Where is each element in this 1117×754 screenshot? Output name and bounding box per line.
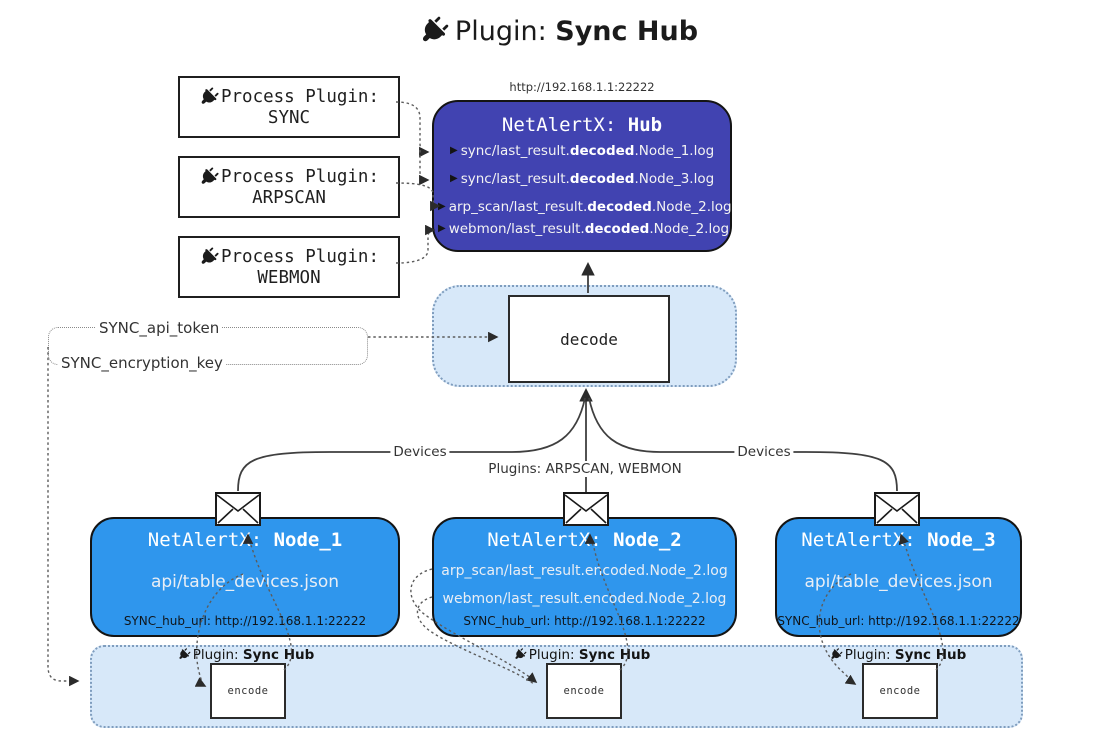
envelope-icon [874, 492, 920, 526]
node-line: api/table_devices.json [150, 572, 340, 592]
arrow-right-icon: ▶ [450, 145, 458, 156]
hub-box: NetAlertX: Hub ▶ sync/last_result.decode… [432, 100, 732, 252]
node-footer: SYNC_hub_url: http://192.168.1.1:22222 [123, 614, 367, 628]
process-plugin-box-arpscan: Process Plugin: ARPSCAN [178, 156, 400, 218]
encode-box: encode [210, 663, 286, 719]
hub-log-line: ▶ webmon/last_result.decoded.Node_2.log [438, 221, 730, 237]
arrow-right-icon: ▶ [450, 173, 458, 184]
node-title: NetAlertX: Node_2 [487, 529, 682, 551]
node-box-node-2: NetAlertX: Node_2 arp_scan/last_result.e… [432, 517, 737, 637]
plug-icon [830, 648, 843, 661]
node-line: arp_scan/last_result.encoded.Node_2.log [441, 563, 728, 579]
encode-box: encode [862, 663, 938, 719]
encoder-plugin-label: Plugin: Sync Hub [514, 647, 650, 663]
encoder-plugin-label: Plugin: Sync Hub [830, 647, 966, 663]
node-footer: SYNC_hub_url: http://192.168.1.1:22222 [777, 614, 1020, 628]
encode-box: encode [546, 663, 622, 719]
envelope-icon [563, 492, 609, 526]
envelope-icon [215, 492, 261, 526]
process-plugin-box-webmon: Process Plugin: WEBMON [178, 236, 400, 298]
process-plugin-label: Process Plugin: [220, 246, 380, 267]
node-footer: SYNC_hub_url: http://192.168.1.1:22222 [463, 614, 706, 628]
plug-icon [514, 648, 527, 661]
process-plugin-name: WEBMON [257, 267, 321, 288]
node-line: webmon/last_result.encoded.Node_2.log [442, 591, 727, 607]
devices-edge-label-left: Devices [390, 444, 450, 460]
node-box-node-1: NetAlertX: Node_1 api/table_devices.json… [90, 517, 400, 637]
sync-api-token-label: SYNC_api_token [96, 319, 223, 337]
plug-icon [199, 247, 219, 267]
title-prefix: Plugin: [454, 16, 556, 47]
plug-icon [199, 87, 219, 107]
hub-log-line: ▶ arp_scan/last_result.decoded.Node_2.lo… [438, 199, 732, 215]
arrow-right-icon: ▶ [438, 201, 446, 212]
hub-url: http://192.168.1.1:22222 [509, 80, 655, 94]
arrow-right-icon: ▶ [438, 223, 446, 234]
node-title: NetAlertX: Node_3 [801, 529, 996, 551]
process-plugin-name: SYNC [267, 107, 311, 128]
node-line: api/table_devices.json [804, 572, 993, 592]
node-title: NetAlertX: Node_1 [147, 529, 343, 551]
plug-icon [199, 167, 219, 187]
sync-encryption-key-label: SYNC_encryption_key [58, 354, 226, 372]
hub-log-line: ▶ sync/last_result.decoded.Node_1.log [450, 143, 715, 159]
encoder-plugin-label: Plugin: Sync Hub [178, 647, 314, 663]
plugins-edge-label: Plugins: ARPSCAN, WEBMON [485, 461, 685, 477]
decode-box: decode [508, 295, 670, 383]
process-plugin-box-sync: Process Plugin: SYNC [178, 76, 400, 138]
process-plugin-label: Process Plugin: [220, 166, 380, 187]
plug-icon [419, 16, 449, 46]
plug-icon [178, 648, 191, 661]
node-box-node-3: NetAlertX: Node_3 api/table_devices.json… [775, 517, 1022, 637]
process-plugin-name: ARPSCAN [252, 187, 326, 208]
title-name: Sync Hub [555, 16, 699, 47]
page-title: Plugin: Sync Hub [0, 16, 1117, 47]
process-plugin-label: Process Plugin: [220, 86, 380, 107]
hub-log-line: ▶ sync/last_result.decoded.Node_3.log [450, 171, 715, 187]
hub-title: NetAlertX: Hub [501, 114, 663, 136]
devices-edge-label-right: Devices [734, 444, 794, 460]
